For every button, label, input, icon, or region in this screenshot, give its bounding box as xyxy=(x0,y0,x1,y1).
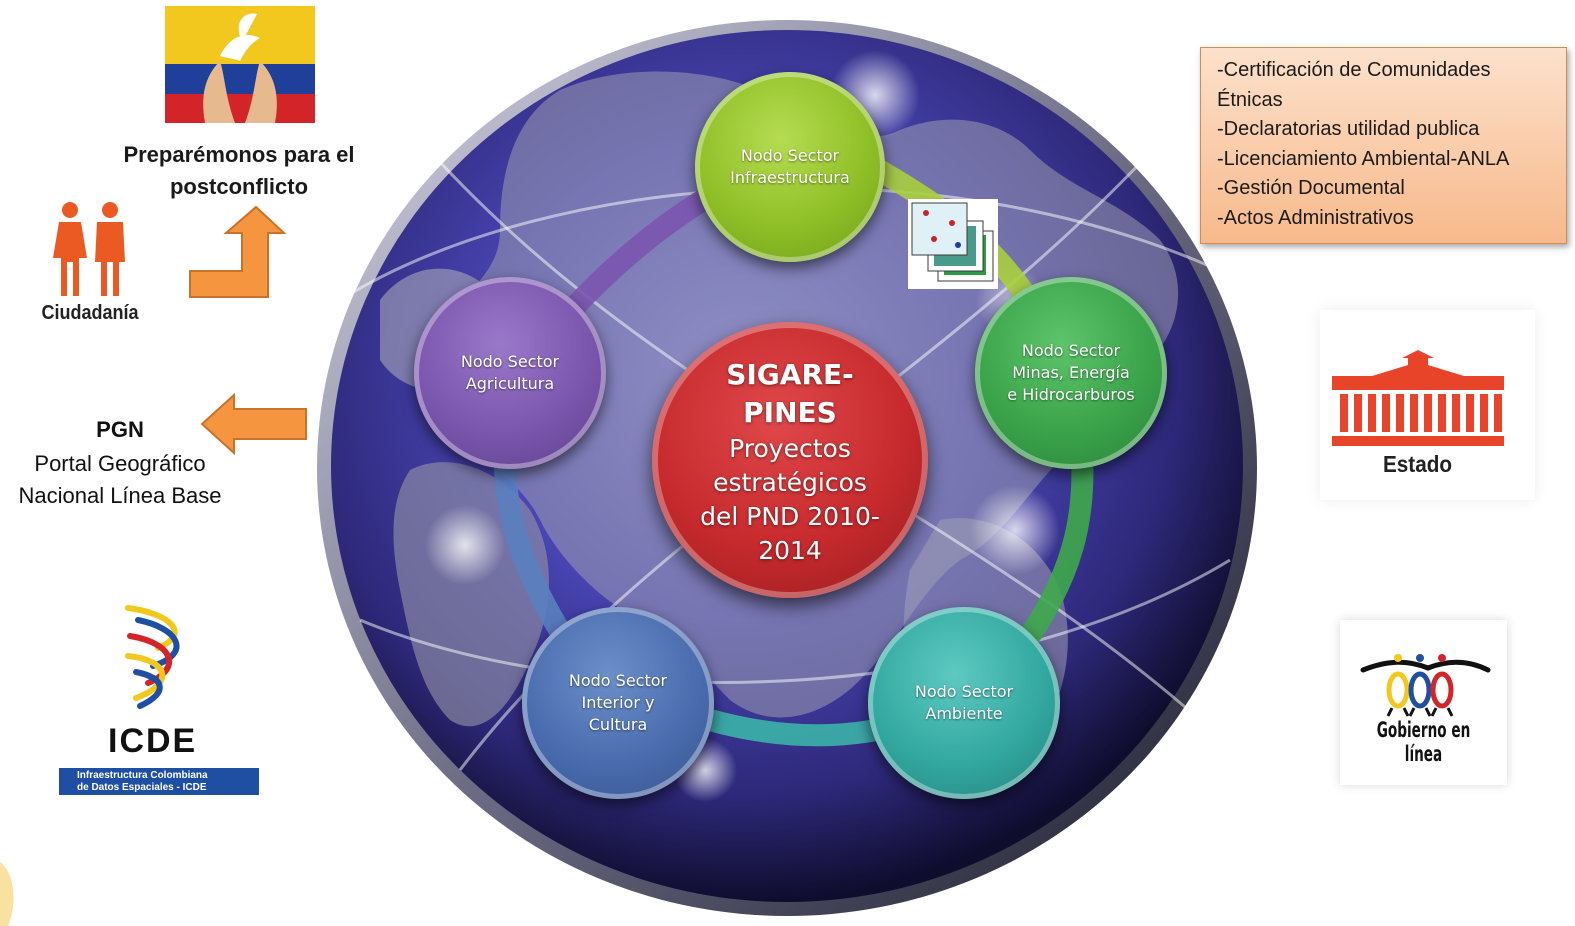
icde-logo xyxy=(58,598,262,798)
left-arrow-icon xyxy=(200,393,307,455)
icde-logo-text: ICDE xyxy=(108,722,198,760)
center-circle: SIGARE- PINES Proyectos estratégicos del… xyxy=(652,322,928,598)
node-ambiente: Nodo Sector Ambiente xyxy=(868,607,1060,799)
node-agricultura: Nodo Sector Agricultura xyxy=(414,277,606,469)
procedure-item: -Declaratorias utilidad publica xyxy=(1217,118,1480,140)
people-icon xyxy=(53,202,125,296)
center-subtitle: Proyectos estratégicos del PND 2010- 201… xyxy=(700,434,880,565)
procedure-item: Étnicas xyxy=(1217,88,1283,111)
pgn-description: Portal Geográfico Nacional Línea Base xyxy=(18,451,222,508)
gobierno-en-linea-icon xyxy=(1360,654,1491,717)
procedure-item: -Gestión Documental xyxy=(1217,177,1405,199)
corner-decoration xyxy=(0,862,14,926)
procedure-item: -Actos Administrativos xyxy=(1217,206,1414,229)
icde-banner: Infraestructura Colombiana de Datos Espa… xyxy=(59,768,259,795)
estado-label: Estado xyxy=(1382,451,1453,477)
peace-dove-flag-image xyxy=(165,6,315,123)
bent-up-arrow-icon xyxy=(189,205,286,298)
gobierno-en-linea-label: Gobierno en línea xyxy=(1376,718,1471,766)
procedure-item: -Licenciamiento Ambiental-ANLA xyxy=(1217,147,1510,170)
node-interior-cultura: Nodo Sector Interior y Cultura xyxy=(522,607,714,799)
map-layers-icon xyxy=(908,199,998,289)
ciudadania-label: Ciudadanía xyxy=(41,302,139,324)
node-minas-energia: Nodo Sector Minas, Energía e Hidrocarbur… xyxy=(975,277,1167,469)
procedure-item: -Certificación de Comunidades xyxy=(1217,59,1491,81)
pgn-title: PGN xyxy=(96,417,144,442)
center-title: SIGARE- PINES xyxy=(726,358,854,429)
node-infraestructura: Nodo Sector Infraestructura xyxy=(695,72,885,262)
building-icon xyxy=(1332,350,1504,446)
procedures-box: -Certificación de Comunidades Étnicas -D… xyxy=(1200,47,1567,244)
postconflict-heading: Preparémonos para el postconflicto xyxy=(123,142,355,199)
